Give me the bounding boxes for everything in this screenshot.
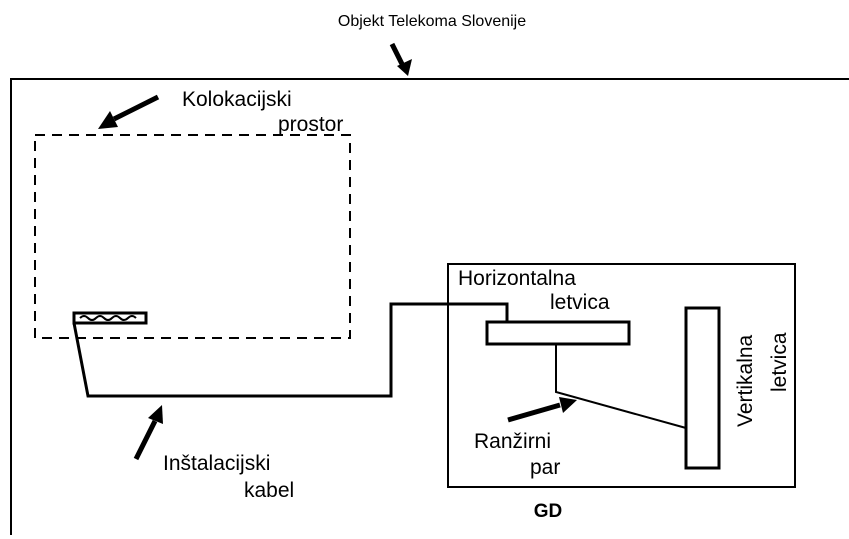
jumper-pair-label-line2: par <box>530 456 560 479</box>
horizontal-strip-label-line1: Horizontalna <box>458 267 576 290</box>
jumper-pair-label-line1: Ranžirni <box>474 430 551 453</box>
colocation-label-line2: prostor <box>278 113 343 136</box>
gd-box <box>447 263 796 488</box>
colocation-label-line1: Kolokacijski <box>182 88 292 111</box>
installation-cable-label-line2: kabel <box>244 479 294 502</box>
horizontal-strip-label-line2: letvica <box>550 291 610 314</box>
building-outline <box>10 78 849 535</box>
installation-cable <box>72 302 509 398</box>
jumper-pair-arrow <box>507 397 577 423</box>
vertical-strip-label-line1: Vertikalna <box>734 334 757 427</box>
horizontal-strip <box>485 320 631 346</box>
colocation-space <box>34 134 351 339</box>
installation-cable-label-line1: Inštalacijski <box>163 452 270 475</box>
colocation-arrow <box>98 94 160 129</box>
jumper-pair <box>555 344 687 429</box>
gd-label: GD <box>534 501 563 522</box>
installation-cable-arrow <box>133 405 163 461</box>
vertical-strip <box>684 306 721 470</box>
cable-termination-block <box>72 311 148 325</box>
vertical-strip-label-line2: letvica <box>768 332 791 392</box>
building-arrow <box>389 42 412 76</box>
building-label: Objekt Telekoma Slovenije <box>338 13 526 30</box>
